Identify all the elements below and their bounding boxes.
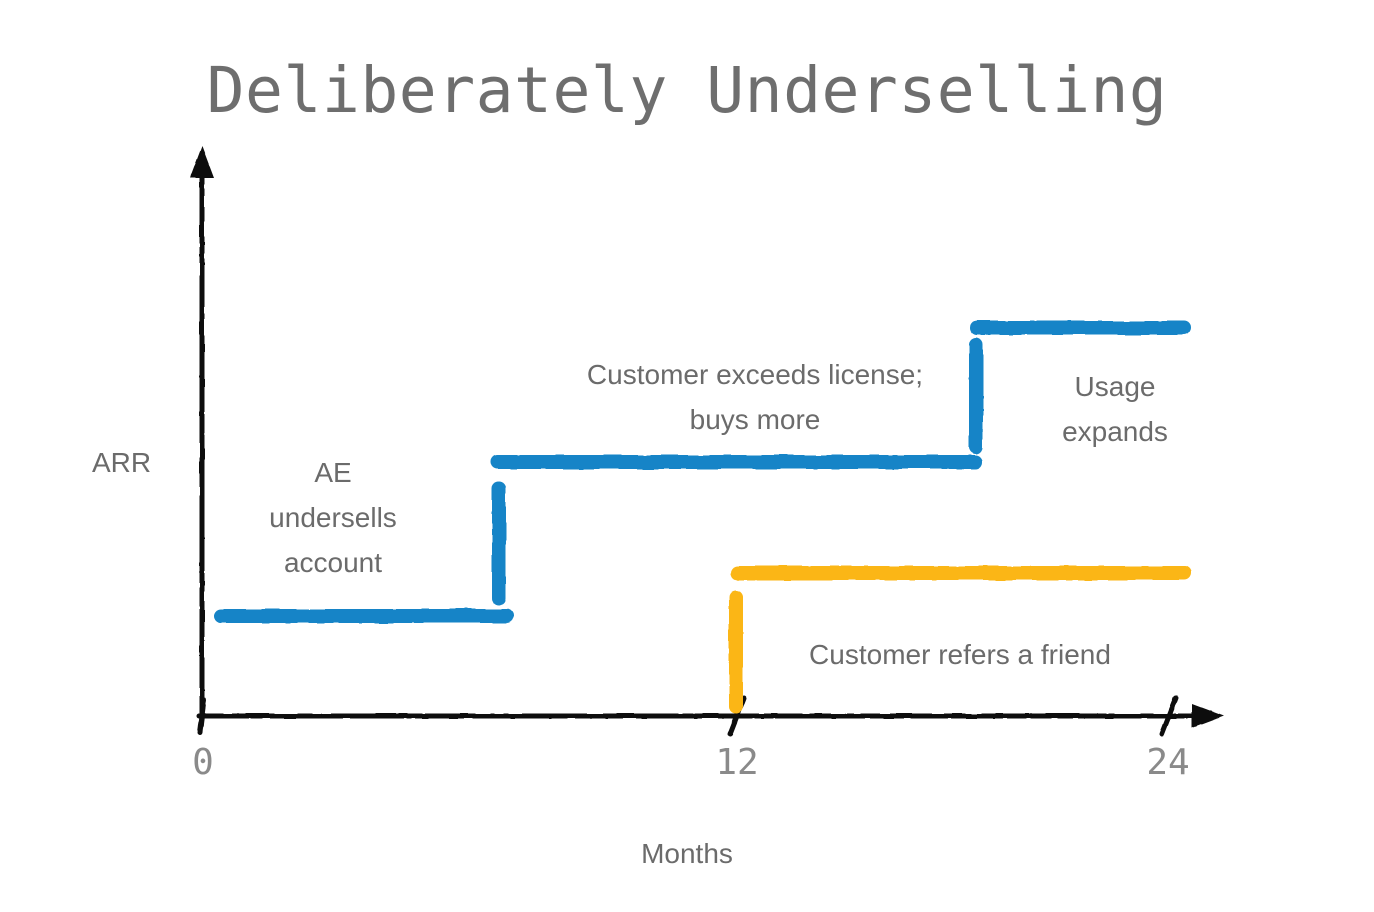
y-axis-label: ARR — [92, 447, 152, 478]
annotation-usage-expands: Usage expands — [1062, 371, 1168, 447]
annotation-ae-undersells: AE undersells account — [269, 457, 397, 578]
y-axis-arrowhead — [190, 146, 214, 178]
x-tick-0 — [197, 697, 207, 735]
chart-title: Deliberately Underselling — [206, 54, 1168, 127]
annotation-exceeds-license: Customer exceeds license; buys more — [586, 359, 924, 435]
x-tick-24 — [1159, 695, 1179, 737]
annotation-refers-friend: Customer refers a friend — [809, 639, 1111, 670]
x-axis-arrowhead — [1192, 704, 1224, 728]
axis-group — [190, 146, 1224, 737]
series-referral-arr — [729, 566, 1191, 713]
x-tick-label-12: 12 — [715, 742, 759, 783]
x-tick-label-24: 24 — [1146, 742, 1190, 783]
series-base-arr — [214, 321, 1191, 623]
x-tick-label-0: 0 — [192, 742, 214, 783]
x-axis-label: Months — [641, 838, 733, 869]
